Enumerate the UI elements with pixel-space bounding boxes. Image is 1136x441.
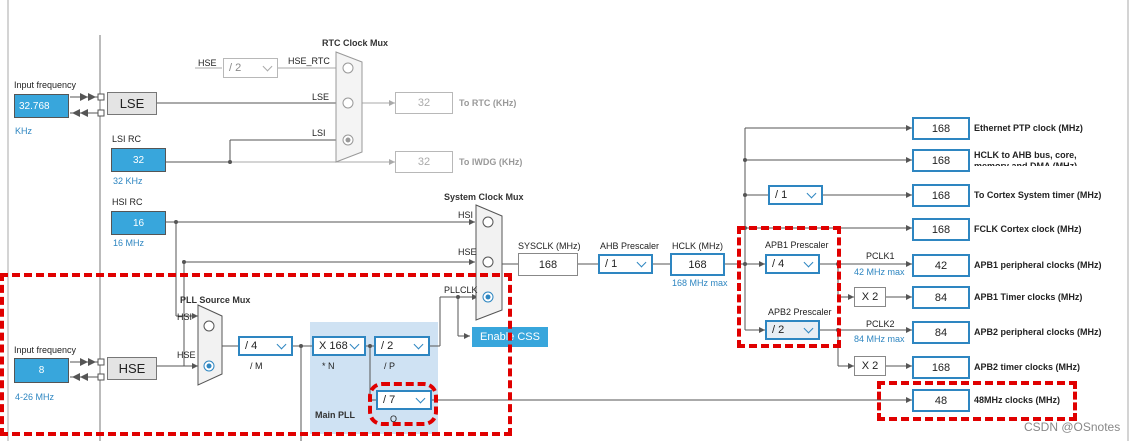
apb2-peripheral-clocks-label: APB2 peripheral clocks (MHz) bbox=[974, 327, 1102, 337]
hclk-ahb-value[interactable]: 168 bbox=[912, 149, 970, 172]
sys-mux-hse-label: HSE bbox=[458, 247, 477, 257]
rtc-lsi-label: LSI bbox=[312, 128, 326, 138]
apb2-timer-multiplier: X 2 bbox=[854, 356, 886, 376]
rtc-mux-title: RTC Clock Mux bbox=[322, 38, 389, 48]
hse-range-label: 4-26 MHz bbox=[15, 392, 55, 402]
lsi-rc-value: 32 bbox=[111, 148, 166, 172]
hclk-value[interactable]: 168 bbox=[670, 253, 725, 276]
apb1-prescaler-label: APB1 Prescaler bbox=[765, 240, 829, 250]
pll-q-label: Q bbox=[390, 414, 398, 424]
chevron-down-icon bbox=[636, 257, 647, 268]
ethernet-ptp-clock-value[interactable]: 168 bbox=[912, 117, 970, 140]
pclk2-label: PCLK2 bbox=[866, 319, 895, 329]
hse-rtc-divider-select[interactable]: / 2 bbox=[223, 58, 278, 78]
hse-input-frequency-label: Input frequency bbox=[14, 345, 77, 355]
apb-prescaler-highlight bbox=[737, 226, 841, 348]
pclk2-max-label: 84 MHz max bbox=[854, 334, 905, 344]
apb2-prescaler-value: / 2 bbox=[772, 324, 785, 336]
watermark: CSDN @OSnotes bbox=[1024, 420, 1121, 434]
lsi-rc-label: LSI RC bbox=[112, 134, 142, 144]
main-pll-title: Main PLL bbox=[315, 410, 355, 420]
iwdg-output-value: 32 bbox=[395, 151, 453, 173]
apb2-prescaler-select[interactable]: / 2 bbox=[765, 320, 820, 340]
ahb-prescaler-select[interactable]: / 1 bbox=[598, 254, 653, 274]
pll-m-label: / M bbox=[250, 361, 263, 371]
chevron-down-icon bbox=[262, 61, 273, 72]
pll-q-value: / 7 bbox=[383, 394, 396, 406]
apb1-timer-clocks-value[interactable]: 84 bbox=[912, 286, 970, 309]
pll-n-value: X 168 bbox=[319, 340, 348, 352]
pll-p-value: / 2 bbox=[381, 340, 394, 352]
pll-n-multiplier-select[interactable]: X 168 bbox=[312, 336, 366, 356]
pll-p-label: / P bbox=[384, 361, 396, 371]
cortex-divider-value: / 1 bbox=[775, 189, 788, 201]
pll-source-mux-title: PLL Source Mux bbox=[180, 295, 251, 305]
cortex-system-timer-value[interactable]: 168 bbox=[912, 184, 970, 207]
pclk1-label: PCLK1 bbox=[866, 251, 895, 261]
chevron-down-icon bbox=[806, 188, 817, 199]
48mhz-output-highlight bbox=[877, 381, 1077, 421]
hsi-frequency-label: 16 MHz bbox=[113, 238, 145, 248]
48mhz-clocks-label: 48MHz clocks (MHz) bbox=[974, 395, 1061, 405]
lsi-frequency-label: 32 KHz bbox=[113, 176, 143, 186]
hclk-max-label: 168 MHz max bbox=[672, 278, 728, 288]
apb2-timer-clocks-label: APB2 timer clocks (MHz) bbox=[974, 362, 1081, 372]
pll-m-value: / 4 bbox=[245, 340, 258, 352]
apb2-peripheral-clocks-value[interactable]: 84 bbox=[912, 321, 970, 344]
apb1-timer-clocks-label: APB1 Timer clocks (MHz) bbox=[974, 292, 1083, 302]
pll-p-divider-select[interactable]: / 2 bbox=[374, 336, 430, 356]
apb1-prescaler-select[interactable]: / 4 bbox=[765, 254, 820, 274]
48mhz-clocks-value[interactable]: 48 bbox=[912, 389, 970, 412]
fclk-cortex-value[interactable]: 168 bbox=[912, 218, 970, 241]
ethernet-ptp-clock-label: Ethernet PTP clock (MHz) bbox=[974, 123, 1083, 133]
rtc-lse-label: LSE bbox=[312, 92, 330, 102]
pll-q-divider-select[interactable]: / 7 bbox=[376, 390, 432, 410]
rtc-output-label: To RTC (KHz) bbox=[459, 98, 517, 108]
ahb-prescaler-value: / 1 bbox=[605, 258, 618, 270]
q-divider-highlight bbox=[368, 382, 438, 426]
hse-rtc-label: HSE_RTC bbox=[288, 56, 330, 66]
hse-block[interactable]: HSE bbox=[107, 357, 157, 380]
cortex-system-timer-label: To Cortex System timer (MHz) bbox=[974, 190, 1102, 200]
fclk-cortex-label: FCLK Cortex clock (MHz) bbox=[974, 224, 1082, 234]
ahb-prescaler-label: AHB Prescaler bbox=[600, 241, 660, 251]
iwdg-output-label: To IWDG (KHz) bbox=[459, 157, 523, 167]
pll-n-label: * N bbox=[322, 361, 335, 371]
pll-src-hsi-label: HSI bbox=[177, 312, 193, 322]
hclk-label: HCLK (MHz) bbox=[672, 241, 723, 251]
pll-src-hse-label: HSE bbox=[177, 350, 196, 360]
rtc-output-value: 32 bbox=[395, 92, 453, 114]
rtc-hse-label: HSE bbox=[198, 58, 217, 68]
lse-input-frequency-field[interactable]: 32.768 bbox=[14, 94, 69, 118]
pclk1-max-label: 42 MHz max bbox=[854, 267, 905, 277]
hsi-rc-value: 16 bbox=[111, 211, 166, 235]
lse-input-frequency-label: Input frequency bbox=[14, 80, 77, 90]
lse-unit-label: KHz bbox=[15, 126, 33, 136]
lse-block[interactable]: LSE bbox=[107, 92, 157, 115]
apb2-timer-clocks-value[interactable]: 168 bbox=[912, 356, 970, 379]
sysclk-label: SYSCLK (MHz) bbox=[518, 241, 581, 251]
apb1-prescaler-value: / 4 bbox=[772, 258, 785, 270]
apb2-prescaler-label: APB2 Prescaler bbox=[768, 307, 832, 317]
pll-m-divider-select[interactable]: / 4 bbox=[238, 336, 293, 356]
hsi-rc-label: HSI RC bbox=[112, 197, 143, 207]
hclk-ahb-label: HCLK to AHB bus, core, memory and DMA (M… bbox=[974, 150, 1078, 166]
hse-pll-highlight bbox=[0, 273, 512, 436]
cortex-timer-divider-select[interactable]: / 1 bbox=[768, 185, 823, 205]
hse-input-frequency-field[interactable]: 8 bbox=[14, 358, 69, 383]
sys-mux-hsi-label: HSI bbox=[458, 210, 474, 220]
hse-rtc-divider-value: / 2 bbox=[229, 62, 242, 74]
system-clock-mux-title: System Clock Mux bbox=[444, 192, 524, 202]
apb1-peripheral-clocks-label: APB1 peripheral clocks (MHz) bbox=[974, 260, 1102, 270]
sysclk-value: 168 bbox=[518, 253, 578, 276]
apb1-timer-multiplier: X 2 bbox=[854, 287, 886, 307]
apb1-peripheral-clocks-value[interactable]: 42 bbox=[912, 254, 970, 277]
sys-mux-pllclk-label: PLLCLK bbox=[444, 285, 478, 295]
